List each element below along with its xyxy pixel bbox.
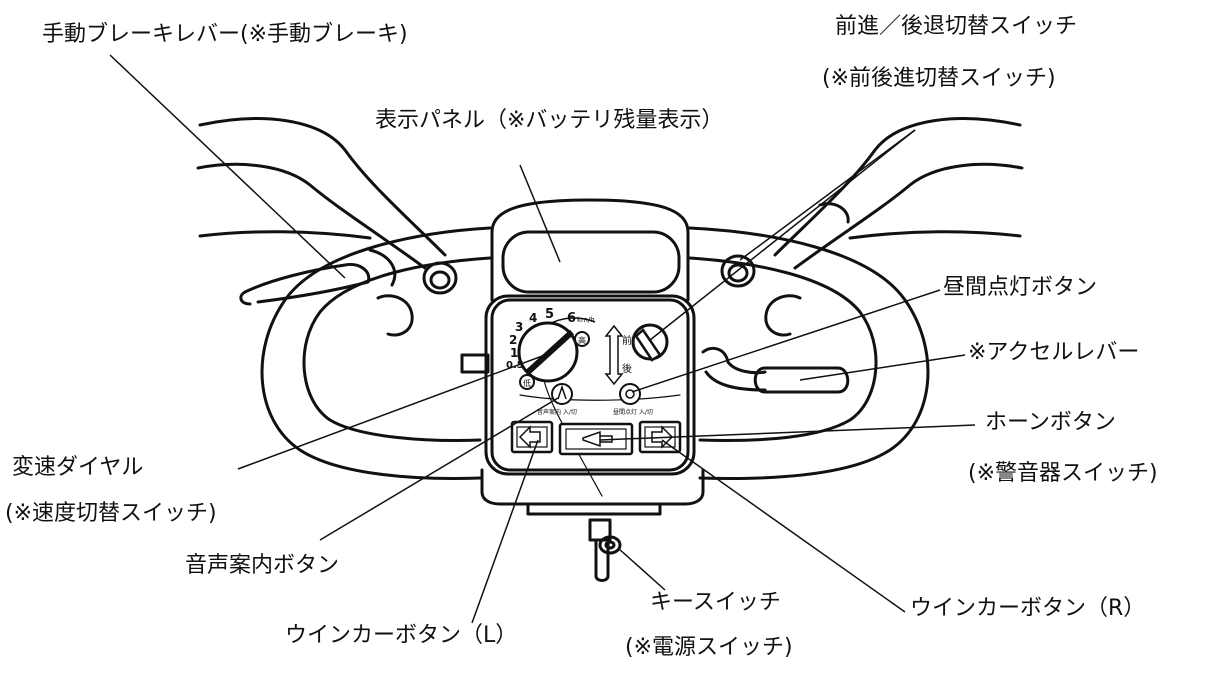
- leader-fwd-rev-switch: [739, 129, 916, 261]
- left-turn-button: [510, 420, 554, 454]
- switch-forward-label: 前: [622, 334, 632, 347]
- leader-turn-right: [661, 439, 906, 613]
- label-daytime-light: 昼間点灯ボタン: [943, 275, 1098, 300]
- leader-accelerator: [799, 354, 966, 381]
- label-horn-2: (※警音器スイッチ): [968, 461, 1158, 486]
- dial-low-mark: 低: [523, 378, 531, 388]
- label-turn-right: ウインカーボタン（R）: [910, 596, 1146, 621]
- leader-horn: [599, 424, 976, 441]
- dial-speed-4: 4: [529, 311, 537, 325]
- leader-fwd-rev-switch-2: [649, 129, 916, 341]
- daytime-light-button: 昼間点灯 入/切: [613, 383, 653, 416]
- left-grip: [196, 117, 447, 270]
- leader-speed-dial: [237, 354, 546, 470]
- tiller-handle-loop: [260, 226, 930, 480]
- label-accelerator: ※アクセルレバー: [968, 340, 1140, 365]
- left-arrow-icon: [518, 425, 541, 449]
- leader-daytime-light: [631, 289, 941, 393]
- dial-high-mark: 高: [578, 335, 586, 345]
- horn-button: [558, 422, 634, 456]
- dial-speed-1: 1: [510, 346, 518, 360]
- label-fwd-rev-switch-1: 前進／後退切替スイッチ: [835, 14, 1078, 39]
- accelerator-lever: [701, 346, 850, 394]
- label-horn-1: ホーンボタン: [985, 410, 1116, 435]
- dial-unit: km/h: [577, 316, 595, 324]
- label-key-switch-1: キースイッチ: [650, 590, 781, 615]
- right-grip: [773, 117, 1024, 270]
- voice-guide-caption: 音声案内 入/切: [537, 408, 577, 416]
- label-key-switch-2: (※電源スイッチ): [625, 635, 793, 660]
- label-speed-dial-2: (※速度切替スイッチ): [5, 501, 217, 526]
- dial-speed-6: 6: [567, 311, 576, 326]
- label-voice-guide: 音声案内ボタン: [185, 553, 340, 578]
- voice-guide-button: 音声案内 入/切: [537, 383, 577, 416]
- leader-voice-guide: [319, 397, 559, 541]
- leader-hand-brake: [109, 54, 346, 279]
- switch-reverse-label: 後: [622, 362, 632, 375]
- right-stalk-knob: [720, 254, 756, 288]
- label-turn-left: ウインカーボタン（L）: [285, 623, 518, 648]
- control-console: [480, 198, 705, 516]
- dial-speed-5: 5: [545, 307, 554, 322]
- hand-brake-lever: [239, 248, 397, 306]
- dial-speed-3: 3: [515, 320, 523, 334]
- label-speed-dial-1: 変速ダイヤル: [12, 455, 144, 480]
- label-hand-brake: 手動ブレーキレバー(※手動ブレーキ): [42, 22, 408, 47]
- label-fwd-rev-switch-2: (※前後進切替スイッチ): [822, 66, 1056, 91]
- dial-speed-2: 2: [509, 333, 517, 347]
- leader-display-panel: [519, 164, 561, 263]
- label-display-panel: 表示パネル（※バッテリ残量表示）: [375, 108, 724, 133]
- leader-turn-left: [471, 439, 539, 624]
- leader-key-switch: [617, 547, 666, 591]
- daytime-light-caption: 昼間点灯 入/切: [613, 408, 653, 416]
- speed-dial: 0.5 1 2 3 4 5 6 km/h 高 低: [506, 307, 596, 390]
- left-stalk-knob: [422, 261, 458, 295]
- key-switch: [588, 518, 622, 582]
